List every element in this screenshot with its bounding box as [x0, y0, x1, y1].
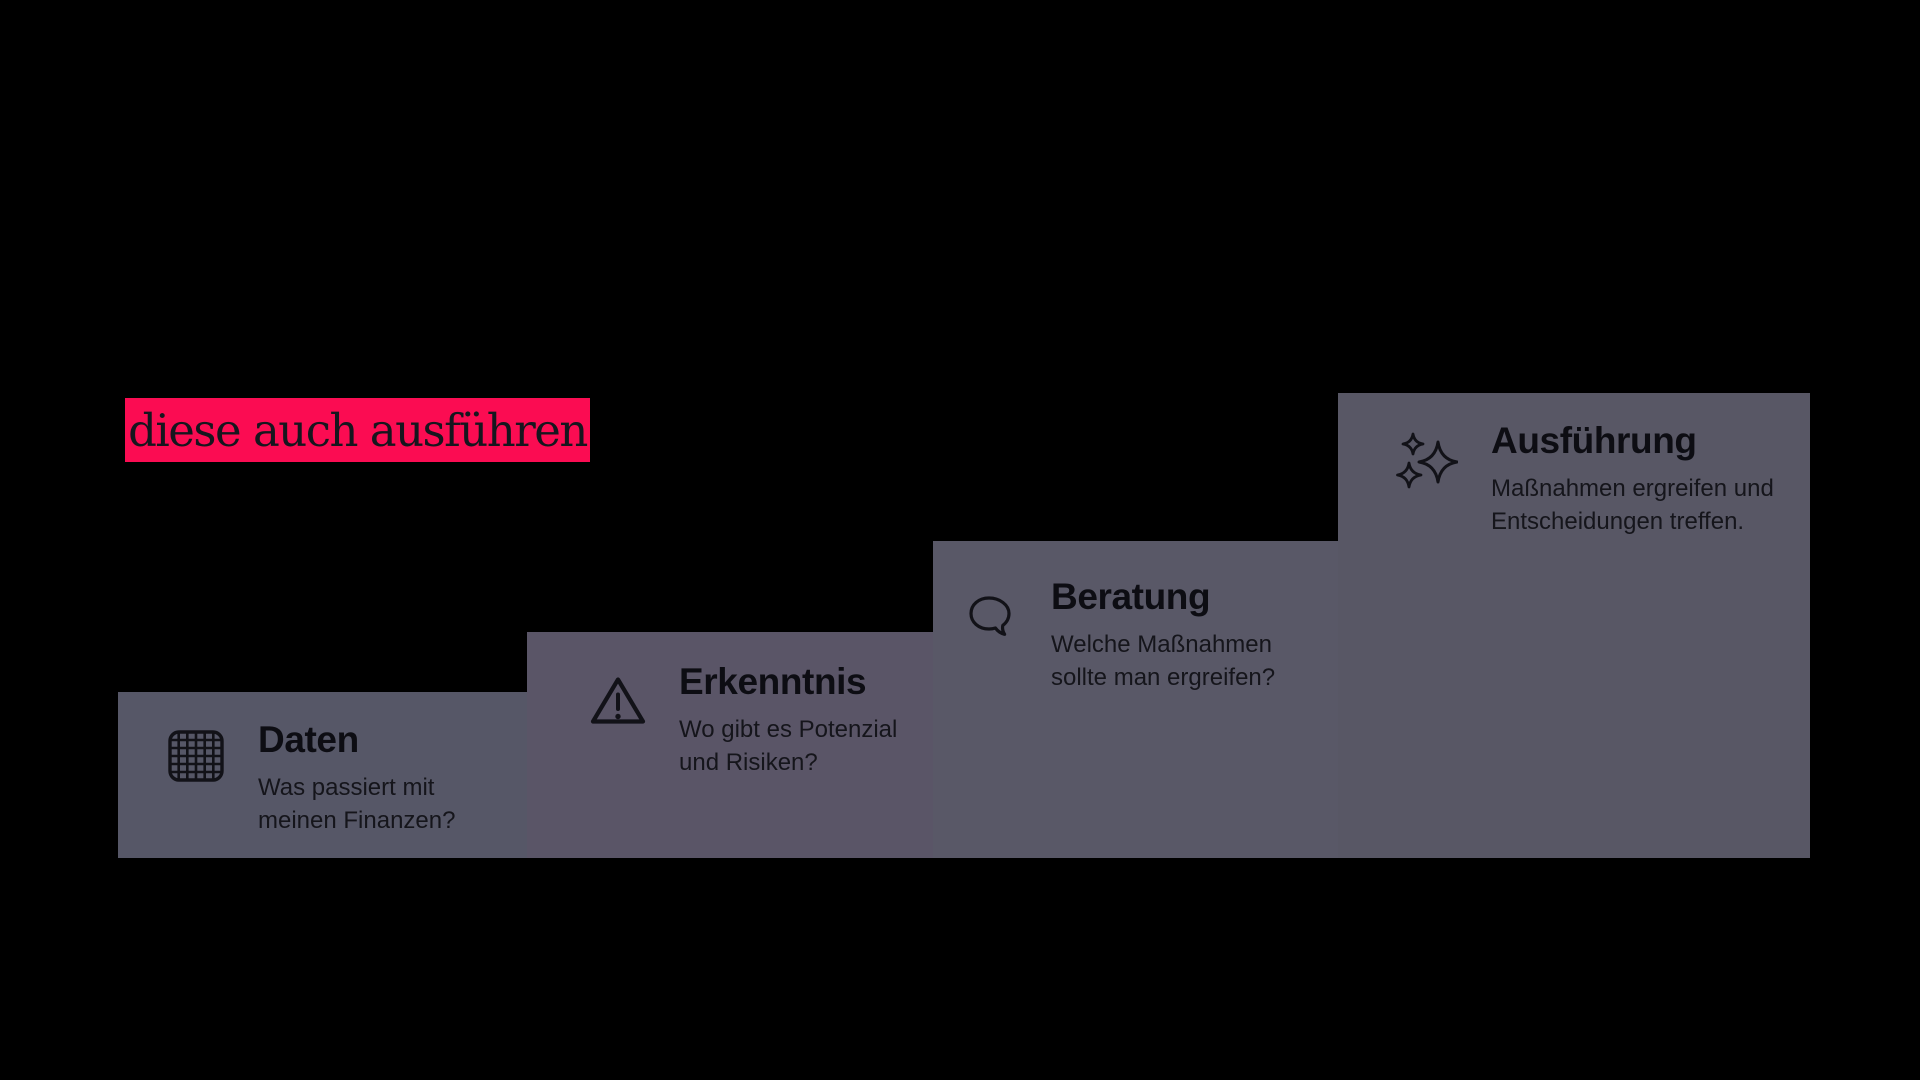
speech-bubble-icon [966, 593, 1012, 639]
step-text-beratung: Beratung Welche Maßnahmen sollte man erg… [1051, 575, 1275, 694]
step-title: Erkenntnis [679, 661, 867, 702]
highlight-text: diese auch ausführen [128, 403, 588, 457]
step-title: Ausführung [1491, 420, 1697, 461]
grid-icon [168, 730, 224, 782]
step-title: Daten [258, 719, 359, 760]
step-text-daten: Daten Was passiert mit meinen Finanzen? [258, 718, 455, 837]
warning-triangle-icon [589, 673, 647, 729]
step-card-daten: Daten Was passiert mit meinen Finanzen? [118, 692, 527, 858]
sparkles-icon [1396, 431, 1458, 491]
step-card-beratung: Beratung Welche Maßnahmen sollte man erg… [933, 541, 1338, 858]
step-description: Maßnahmen ergreifen und Entscheidungen t… [1491, 475, 1774, 536]
step-text-erkenntnis: Erkenntnis Wo gibt es Potenzial und Risi… [679, 660, 897, 779]
step-description: Was passiert mit meinen Finanzen? [258, 774, 456, 835]
step-description: Wo gibt es Potenzial und Risiken? [679, 716, 898, 777]
step-card-erkenntnis: Erkenntnis Wo gibt es Potenzial und Risi… [527, 632, 933, 858]
step-description: Welche Maßnahmen sollte man ergreifen? [1051, 631, 1276, 692]
step-title: Beratung [1051, 576, 1211, 617]
step-card-ausfuehrung: Ausführung Maßnahmen ergreifen und Entsc… [1338, 393, 1810, 858]
step-text-ausfuehrung: Ausführung Maßnahmen ergreifen und Entsc… [1491, 419, 1774, 538]
highlight-label: diese auch ausführen [125, 398, 590, 462]
